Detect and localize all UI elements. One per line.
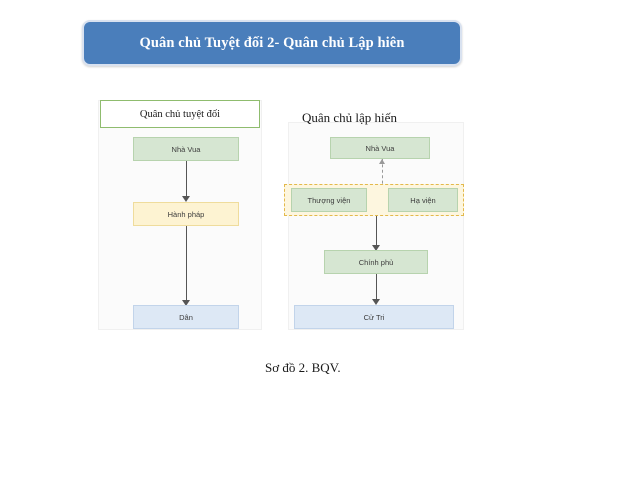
page-title: Quân chủ Tuyệt đối 2- Quân chủ Lập hiên xyxy=(139,34,405,51)
diagram-caption: Sơ đồ 2. BQV. xyxy=(265,360,341,375)
right-node-chinh-phu: Chính phủ xyxy=(324,250,428,274)
right-arrow-1-icon xyxy=(372,245,380,251)
left-node-nha-vua: Nhà Vua xyxy=(133,137,239,161)
left-diagram-heading-box: Quân chủ tuyệt đối xyxy=(100,100,260,128)
right-connector-dashed xyxy=(382,159,383,189)
right-arrow-up-icon xyxy=(379,159,385,164)
right-node-thuong-vien: Thượng viện xyxy=(291,188,367,212)
right-node-nha-vua: Nhà Vua xyxy=(330,137,430,159)
right-diagram-heading: Quân chủ lập hiến xyxy=(302,110,397,125)
right-node-cu-tri: Cử Tri xyxy=(294,305,454,329)
right-node-thuong-vien-label: Thượng viện xyxy=(307,195,351,205)
right-connector-2 xyxy=(376,274,377,302)
left-connector-1 xyxy=(186,161,187,199)
right-node-cu-tri-label: Cử Tri xyxy=(363,312,385,322)
left-arrow-1-icon xyxy=(182,196,190,202)
left-node-dan-label: Dân xyxy=(179,312,193,322)
left-node-hanh-phap: Hành pháp xyxy=(133,202,239,226)
left-arrow-2-icon xyxy=(182,300,190,306)
right-node-chinh-phu-label: Chính phủ xyxy=(358,257,394,267)
left-node-nha-vua-label: Nhà Vua xyxy=(171,144,201,154)
right-connector-1 xyxy=(376,216,377,248)
slide-title-banner: Quân chủ Tuyệt đối 2- Quân chủ Lập hiên xyxy=(82,20,462,66)
right-node-ha-vien: Hạ viện xyxy=(388,188,458,212)
left-node-dan: Dân xyxy=(133,305,239,329)
left-node-hanh-phap-label: Hành pháp xyxy=(167,209,205,219)
left-connector-2 xyxy=(186,226,187,304)
right-node-ha-vien-label: Hạ viện xyxy=(410,195,436,205)
right-node-nha-vua-label: Nhà Vua xyxy=(365,143,395,153)
right-arrow-2-icon xyxy=(372,299,380,305)
left-diagram-heading: Quân chủ tuyệt đối xyxy=(139,108,221,120)
